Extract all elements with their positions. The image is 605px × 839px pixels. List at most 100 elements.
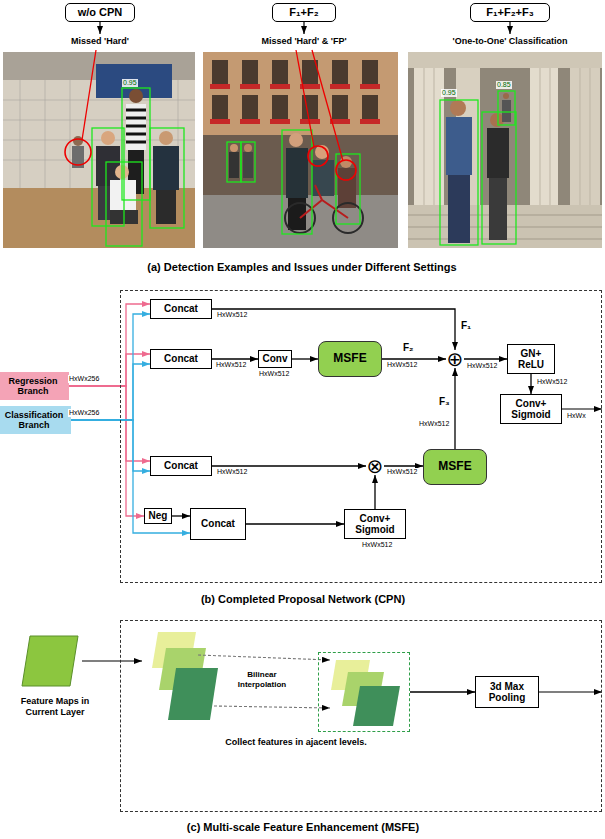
node-label: F₁+F₂ xyxy=(289,6,318,19)
dimension-label: HxWx512 xyxy=(258,370,290,378)
branch-box: Classification Branch xyxy=(0,406,71,434)
illustration-part xyxy=(330,84,350,89)
illustration-part xyxy=(312,50,343,161)
group-caption: (c) Multi-scale Feature Enhancement (MSF… xyxy=(23,821,583,834)
group-caption: Collect features in ajacent levels. xyxy=(16,737,576,748)
issue-note: Missed 'Hard' & 'FP' xyxy=(204,36,404,47)
node-label: MSFE xyxy=(333,352,366,366)
illustration-part xyxy=(482,112,516,244)
illustration-part xyxy=(487,128,509,178)
illustration-part xyxy=(99,22,100,34)
feature-group: Collect features in ajacent levels. xyxy=(318,652,410,732)
process-box: Concat xyxy=(150,456,212,476)
dimension-label: HxWx512 xyxy=(216,468,248,476)
illustration-part xyxy=(440,91,516,245)
dimension-label: HxWx512 xyxy=(386,468,418,476)
illustration-part xyxy=(498,91,515,125)
illustration-part xyxy=(227,130,360,234)
node-label: w/o CPN xyxy=(78,6,123,19)
illustration-part xyxy=(203,195,398,248)
dimension-label: HxWx512 xyxy=(536,378,568,386)
node-label: 3d Max Pooling xyxy=(476,681,538,704)
node-label: ⊕ xyxy=(447,350,464,368)
illustration-part xyxy=(270,119,290,124)
connector xyxy=(71,314,150,420)
leader-lines xyxy=(82,50,343,161)
node-label: Conv xyxy=(263,353,288,365)
product-operator: ⊗ xyxy=(366,457,384,475)
illustration-part xyxy=(212,60,378,119)
node-label: Concat xyxy=(201,518,235,530)
illustration-part xyxy=(296,50,314,147)
illustration-part xyxy=(362,95,378,119)
node-label: Concat xyxy=(164,303,198,315)
illustration-part xyxy=(338,168,356,208)
illustration-part xyxy=(489,178,507,240)
illustration-part xyxy=(240,119,260,124)
interpolation-label: Bilinear Interpolation xyxy=(227,670,297,689)
connector xyxy=(374,475,375,509)
photo-gym xyxy=(3,52,195,248)
node-label: Regression Branch xyxy=(0,376,69,397)
feature-map-label: Feature Maps in Current Layer xyxy=(5,696,105,718)
connector xyxy=(246,523,344,524)
illustration-part xyxy=(502,100,511,122)
illustration-part xyxy=(82,50,96,140)
group-caption: (b) Completed Proposal Network (CPN) xyxy=(23,593,583,606)
connector xyxy=(410,691,475,692)
illustration-part xyxy=(289,133,303,147)
edge-label: F₃ xyxy=(438,396,451,408)
illustration-part xyxy=(153,146,179,190)
illustration-part xyxy=(332,95,348,119)
node-label: Neg xyxy=(149,510,168,522)
illustration-part xyxy=(450,100,466,116)
process-box: Neg xyxy=(144,508,172,524)
illustration-part xyxy=(440,100,478,245)
process-box: Conv+ Sigmoid xyxy=(344,509,406,539)
branch-box: Regression Branch xyxy=(0,372,69,400)
illustration-part xyxy=(536,691,602,692)
illustration-part xyxy=(272,60,288,84)
illustration-part xyxy=(360,119,380,124)
process-box: GN+ ReLU xyxy=(507,344,555,374)
module-panel: (b) Completed Proposal Network (CPN)Conc… xyxy=(120,290,602,583)
process-box: Conv xyxy=(258,350,292,368)
connector xyxy=(212,358,258,359)
setting-header: w/o CPN xyxy=(65,3,135,22)
issue-note: 'One-to-One' Classification xyxy=(415,36,605,47)
panel-caption: (a) Detection Examples and Issues under … xyxy=(22,261,582,274)
process-box: Conv+ Sigmoid xyxy=(500,394,562,424)
illustration-part xyxy=(272,95,288,119)
sum-operator: ⊕ xyxy=(446,350,464,368)
illustration-part xyxy=(229,152,239,178)
connector xyxy=(382,358,446,359)
illustration-part xyxy=(362,60,378,84)
node-label: Concat xyxy=(164,460,198,472)
dimension-label: HxWx512 xyxy=(386,361,418,369)
dimension-label: HxWx256 xyxy=(68,375,100,383)
illustration-part xyxy=(126,110,146,142)
connector xyxy=(530,374,531,394)
illustration-part xyxy=(92,128,124,226)
dimension-label: HxWx512 xyxy=(215,361,247,369)
illustration-part xyxy=(242,95,258,119)
illustration-part xyxy=(300,185,348,218)
illustration-part xyxy=(230,144,238,152)
illustration-part xyxy=(210,119,230,124)
dimension-label: HxWx512 xyxy=(216,311,248,319)
process-box: Concat xyxy=(150,349,212,369)
connector xyxy=(71,420,150,471)
connector xyxy=(69,304,150,386)
illustration-part xyxy=(503,93,509,99)
illustration-part xyxy=(210,84,380,124)
illustration-part xyxy=(82,660,142,661)
illustration-part xyxy=(242,60,258,84)
illustration-part xyxy=(73,136,83,146)
process-box: 3d Max Pooling xyxy=(475,676,539,708)
illustration-part xyxy=(336,160,356,180)
node-label: Classification Branch xyxy=(0,410,71,431)
illustration-part xyxy=(92,88,184,246)
connector xyxy=(71,420,190,533)
